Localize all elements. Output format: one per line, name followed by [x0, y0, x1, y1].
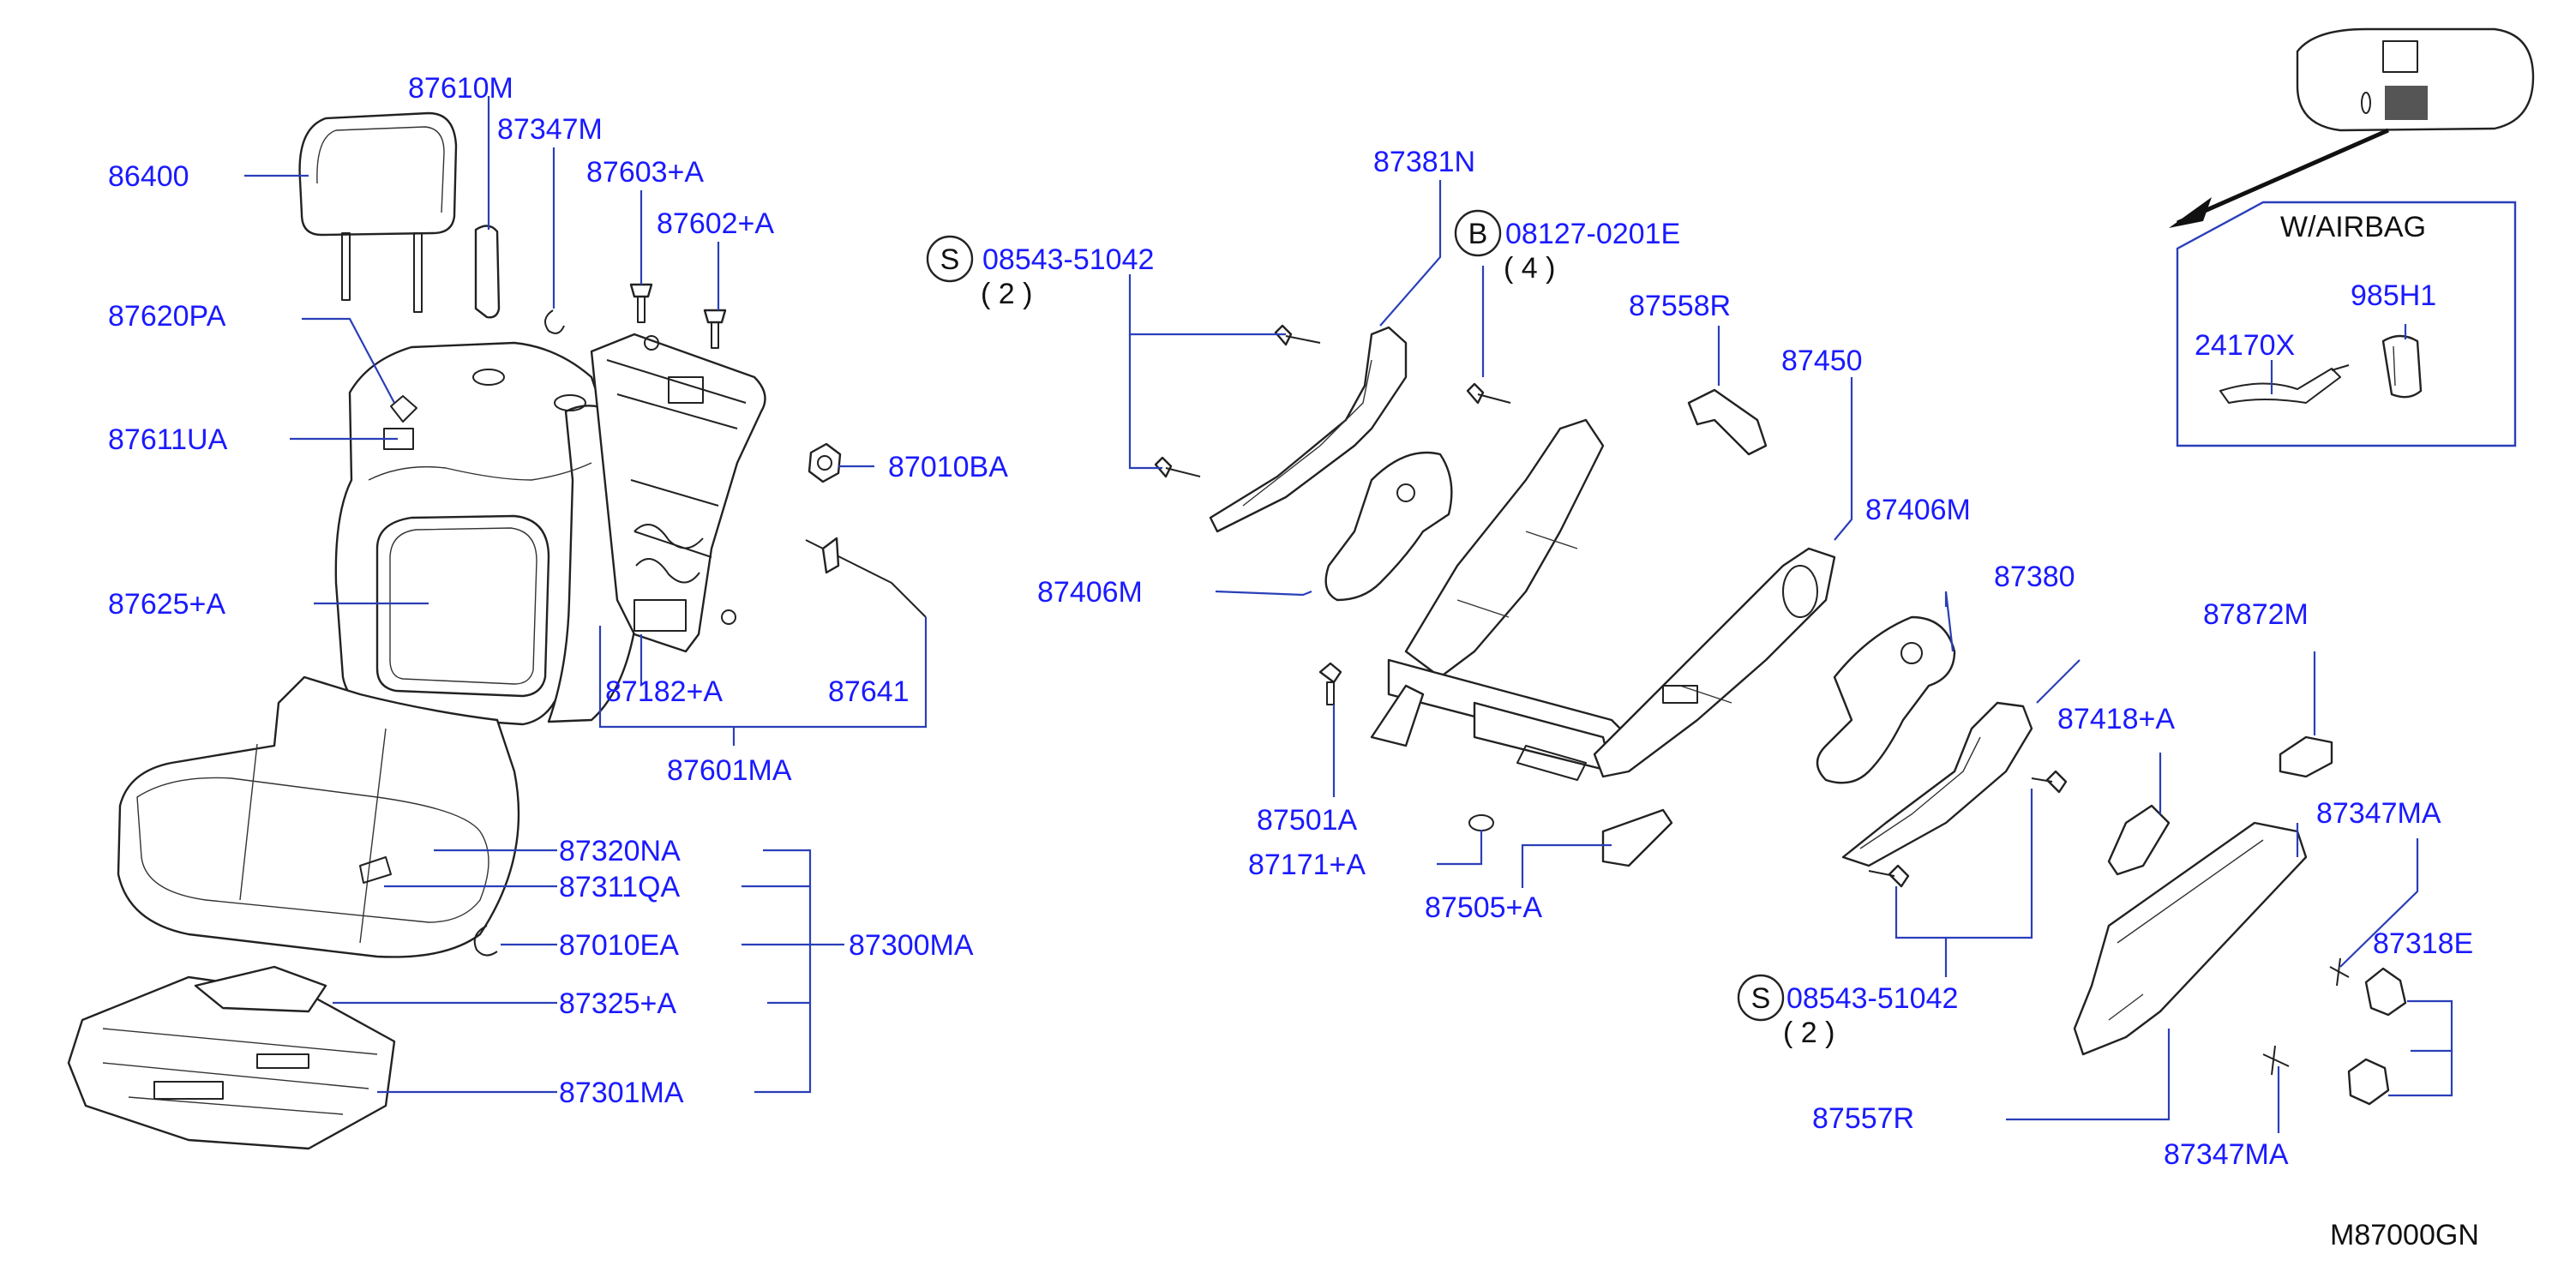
label-87620PA: 87620PA — [108, 300, 226, 333]
s-symbol-circle-2 — [1737, 974, 1785, 1022]
label-87010BA: 87010BA — [888, 451, 1008, 483]
label-87381N: 87381N — [1373, 146, 1475, 178]
knob-87418A — [2107, 804, 2171, 876]
label-87171A: 87171+A — [1248, 849, 1366, 881]
rod-87641 — [805, 537, 927, 618]
bolt-08543-upper — [1154, 324, 1321, 478]
label-87872M: 87872M — [2203, 598, 2309, 631]
label-87406M-left: 87406M — [1037, 576, 1143, 609]
label-87557R: 87557R — [1812, 1102, 1914, 1135]
label-87505A: 87505+A — [1425, 891, 1542, 924]
s-symbol-circle-1 — [926, 235, 974, 283]
seat-slide-assembly — [1370, 418, 1836, 781]
label-87558R: 87558R — [1629, 290, 1731, 322]
outer-cover-87557R — [2073, 821, 2308, 1056]
label-w-airbag: W/AIRBAG — [2280, 211, 2426, 243]
seat-back-frame-87601MA — [590, 333, 766, 653]
label-s2-qty: ( 2 ) — [1783, 1017, 1834, 1049]
label-24170X: 24170X — [2195, 329, 2295, 362]
label-87602A: 87602+A — [657, 207, 774, 240]
label-87010EA: 87010EA — [559, 929, 679, 962]
bolts-08543-lower — [1868, 770, 2068, 888]
clips-87347MA — [2262, 957, 2350, 1076]
label-985H1: 985H1 — [2351, 279, 2436, 312]
clip-87010EA — [473, 925, 498, 957]
label-86400: 86400 — [108, 160, 189, 193]
seat-back-cushion — [334, 341, 653, 726]
label-87300MA: 87300MA — [849, 929, 974, 962]
shield-87406M-right — [1816, 615, 1956, 784]
label-87406M-right: 87406M — [1865, 494, 1971, 526]
label-87311QA: 87311QA — [559, 871, 680, 903]
label-87603A: 87603+A — [586, 156, 704, 189]
label-87325A: 87325+A — [559, 987, 676, 1020]
seat-cushion — [117, 675, 520, 958]
label-87641: 87641 — [828, 675, 910, 708]
headrest-86400 — [298, 111, 458, 313]
part-labels: 86400 87610M 87347M 87603+A 87602+A 8762… — [108, 72, 2479, 1251]
shield-87406M-left — [1324, 451, 1453, 602]
label-87318E: 87318E — [2373, 927, 2473, 960]
label-87610M: 87610M — [408, 72, 513, 105]
clip-87347M — [544, 309, 565, 334]
label-87611UA: 87611UA — [108, 423, 228, 456]
leader-lines — [244, 96, 2453, 1133]
label-87347MA-bottom: 87347MA — [2164, 1138, 2289, 1171]
bracket-87558R — [1687, 388, 1768, 456]
label-87347M: 87347M — [497, 113, 603, 146]
cap-87171A — [1468, 814, 1494, 831]
recliner-cover-87381N — [1209, 326, 1408, 533]
label-87418A: 87418+A — [2057, 703, 2175, 735]
label-87182A: 87182+A — [605, 675, 723, 708]
b-symbol: B — [1468, 218, 1488, 250]
bolt-87501A — [1318, 662, 1342, 705]
seat-cushion-frame-87301MA — [67, 965, 396, 1150]
label-s1-qty: ( 2 ) — [981, 278, 1032, 310]
diagram-code: M87000GN — [2330, 1219, 2479, 1251]
recliner-cover-87380 — [1841, 701, 2033, 867]
bolt-87602A — [703, 309, 727, 349]
label-s1-code: 08543-51042 — [982, 243, 1154, 276]
label-b-code: 08127-0201E — [1505, 218, 1680, 250]
label-87450: 87450 — [1781, 345, 1863, 377]
label-87601MA: 87601MA — [667, 754, 792, 787]
harness-24170X — [2219, 364, 2350, 404]
nut-87010BA — [808, 442, 842, 483]
airbag-inset-box — [2176, 201, 2517, 447]
knobs-87318E — [2347, 967, 2407, 1106]
label-b-qty: ( 4 ) — [1504, 252, 1555, 285]
bracket-87505A — [1601, 808, 1673, 867]
label-87320NA: 87320NA — [559, 835, 681, 867]
label-s2-code: 08543-51042 — [1786, 982, 1958, 1015]
bolt-87603A — [629, 283, 653, 323]
block-87872M — [2279, 735, 2333, 778]
label-87501A: 87501A — [1257, 804, 1358, 837]
label-87380: 87380 — [1994, 561, 2075, 593]
s-symbol-1: S — [940, 243, 960, 276]
s-symbol-2: S — [1751, 982, 1771, 1015]
sensor-985H1 — [2381, 334, 2423, 399]
label-87301MA: 87301MA — [559, 1077, 684, 1109]
headrest-guide-87610M — [474, 225, 501, 319]
vehicle-inset — [2169, 27, 2535, 228]
b-symbol-circle — [1454, 209, 1502, 257]
bolts-08127-0201E — [1466, 382, 1511, 405]
label-87625A: 87625+A — [108, 588, 225, 621]
label-87347MA-top: 87347MA — [2316, 797, 2441, 830]
